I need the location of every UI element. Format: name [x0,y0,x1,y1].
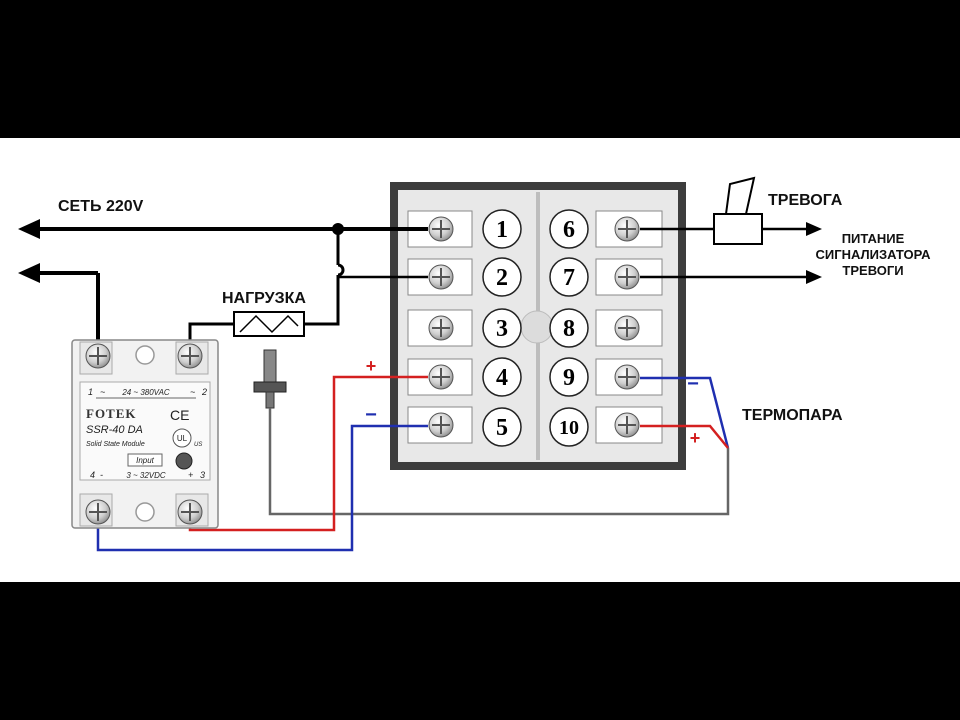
ssr-terminal-4-screw [177,499,203,525]
ul-mark: UL [177,434,188,443]
alarm-power-label-line3: ТРЕВОГИ [842,263,903,278]
left-terminal-column [407,210,473,444]
plus-mark-tc: + [690,428,701,448]
ul-mark-icon [172,428,192,448]
alarm-buzzer-icon [713,176,763,245]
ssr-terminal-2-screw [177,343,203,369]
alarm-arrow-2 [806,270,822,284]
ssr-pin-3: 3 [200,470,205,480]
terminal-label-6: 6 [563,217,575,243]
ssr-model: SSR-40 DA [86,424,143,436]
thermocouple-label: ТЕРМОПАРА [742,407,843,424]
ssr-minus-label: - [100,470,103,480]
mains-arrow-left-2 [18,263,40,283]
terminal-label-2: 2 [496,265,508,291]
terminal-label-1: 1 [496,217,508,243]
load-label: НАГРУЗКА [222,290,306,307]
ssr-brand-logo: FOTEK [86,406,137,421]
terminal-6-screw [614,216,640,242]
ssr-ac-rating: 24 ~ 380VAC [121,388,170,397]
terminal-7-screw [614,264,640,290]
mains-label: СЕТЬ 220V [58,198,144,215]
junction-dot [332,223,344,235]
temperature-probe-icon [253,349,730,516]
terminal-label-3: 3 [496,316,508,342]
ssr-pin-2: 2 [201,387,207,397]
mains-wires [36,223,428,354]
ssr-input-tag [127,453,163,467]
terminal-3-screw [428,315,454,341]
thermocouple-wires [640,376,730,449]
terminal-label-10: 10 [559,417,579,439]
load-element [233,311,305,337]
ssr-dc-rating: 3 ~ 32VDC [126,471,166,480]
alarm-label: ТРЕВОГА [768,192,843,209]
ssr-plus-label: + [188,470,193,480]
alarm-power-label-line2: СИГНАЛИЗАТОРА [815,247,931,262]
ssr-input-label: Input [136,456,155,465]
ce-mark: CE [170,407,189,423]
ssr-ac-symbol-left: ~ [100,387,105,397]
solid-state-relay: 1 ~ 24 ~ 380VAC ~ 2 FOTEK CE SSR-40 DA S… [71,339,219,529]
terminal-label-5: 5 [496,415,508,441]
ssr-terminal-3-screw [85,499,111,525]
ssr-pin-4: 4 [90,470,95,480]
right-terminal-column [595,210,663,444]
terminal-4-screw [428,364,454,390]
terminal-numbers: 1 2 3 4 5 6 7 8 9 10 [482,209,589,447]
alarm-wires [640,227,810,279]
ul-us-mark: US [194,442,202,448]
terminal-9-screw [614,364,640,390]
mains-arrow-left-1 [18,219,40,239]
alarm-arrow-1 [806,222,822,236]
terminal-label-9: 9 [563,365,575,391]
terminal-5-screw [428,412,454,438]
terminal-1-screw [428,216,454,242]
terminal-2-screw [428,264,454,290]
terminal-label-4: 4 [496,365,508,391]
terminal-10-screw [614,412,640,438]
ssr-pin-1: 1 [88,387,93,397]
ssr-ac-symbol-right: ~ [190,387,195,397]
minus-mark-t5: − [365,404,377,426]
alarm-power-label-line1: ПИТАНИЕ [842,231,905,246]
plus-mark-t4: + [366,356,377,376]
ssr-led-icon [175,452,193,470]
minus-mark-tc: − [687,373,699,395]
terminal-8-screw [614,315,640,341]
ssr-terminal-1-screw [85,343,111,369]
ssr-subtitle: Solid State Module [86,441,145,448]
terminal-label-7: 7 [563,265,575,291]
terminal-label-8: 8 [563,316,575,342]
